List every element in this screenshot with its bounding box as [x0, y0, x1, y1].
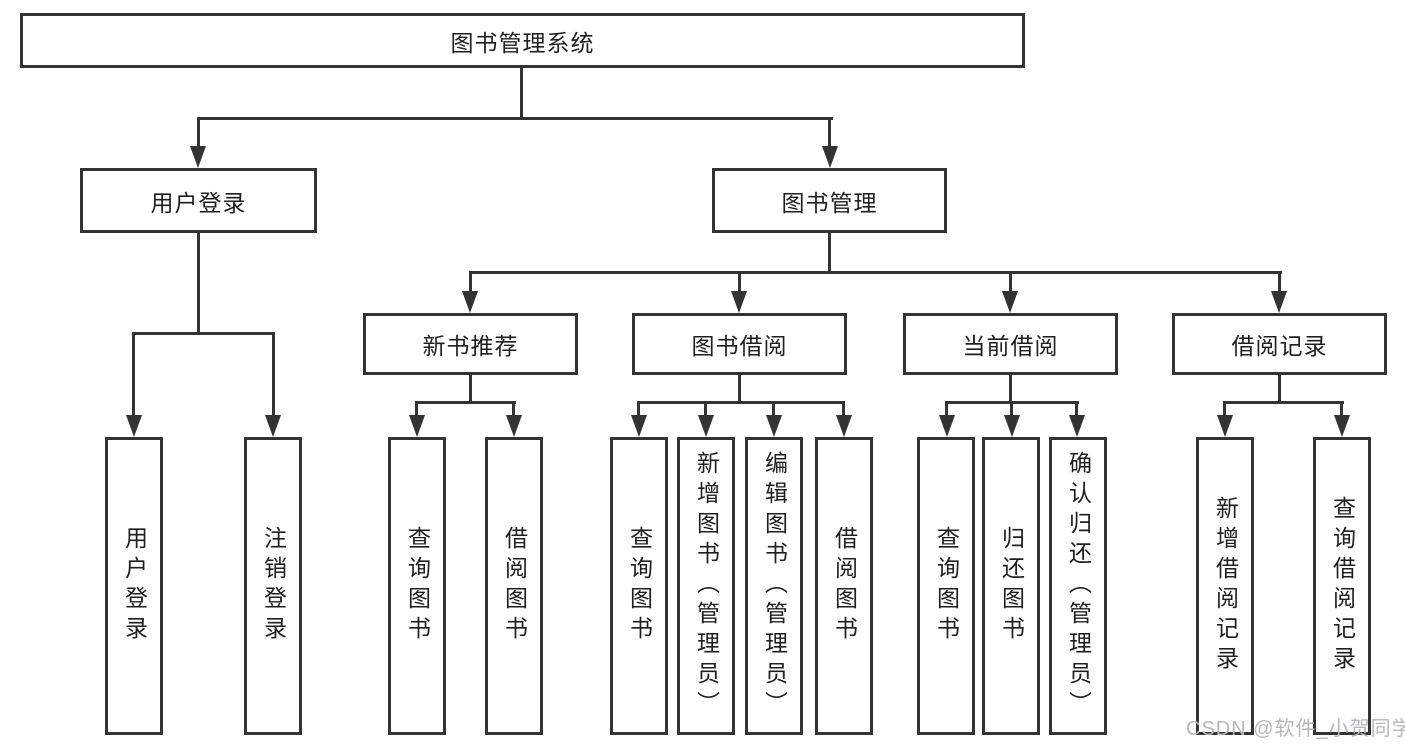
arrowhead-icon — [1334, 415, 1350, 437]
connector-line — [842, 401, 845, 417]
node-label: 用户登录 — [121, 526, 148, 646]
node-label: 查询图书 — [626, 526, 653, 646]
connector-line — [469, 271, 472, 293]
connector-line — [1075, 401, 1078, 417]
node-label: 新增图书（管理员） — [693, 451, 720, 721]
node-library-management-system: 图书管理系统 — [20, 13, 1025, 68]
arrowhead-icon — [265, 415, 281, 437]
arrowhead-icon — [1271, 291, 1287, 313]
connector-line — [738, 271, 741, 293]
arrowhead-icon — [1002, 291, 1018, 313]
arrowhead-icon — [731, 291, 747, 313]
node-new-book-recommendation: 新书推荐 — [363, 313, 578, 375]
leaf-edit-books-admin: 编辑图书（管理员） — [745, 437, 803, 735]
arrowhead-icon — [939, 415, 955, 437]
connector-line — [828, 233, 831, 274]
leaf-borrow-books-recommend: 借阅图书 — [485, 437, 543, 735]
arrowhead-icon — [506, 415, 522, 437]
connector-line — [704, 401, 707, 417]
leaf-query-books-recommend: 查询图书 — [388, 437, 446, 735]
connector-line — [1010, 401, 1013, 417]
node-borrowing-records: 借阅记录 — [1172, 313, 1387, 375]
connector-line — [512, 401, 515, 417]
arrowhead-icon — [1069, 415, 1085, 437]
arrowhead-icon — [822, 146, 838, 168]
connector-line — [772, 401, 775, 417]
arrowhead-icon — [631, 415, 647, 437]
node-label: 当前借阅 — [962, 333, 1059, 359]
node-book-management: 图书管理 — [712, 168, 947, 233]
leaf-add-books-admin: 新增图书（管理员） — [677, 437, 735, 735]
connector-line — [637, 401, 640, 417]
node-label: 注销登录 — [260, 526, 287, 646]
arrowhead-icon — [126, 415, 142, 437]
connector-line — [415, 401, 418, 417]
leaf-query-books-borrow: 查询图书 — [610, 437, 668, 735]
connector-line — [1223, 401, 1226, 417]
node-label: 图书借阅 — [691, 333, 788, 359]
node-current-borrowing: 当前借阅 — [903, 313, 1118, 375]
arrowhead-icon — [409, 415, 425, 437]
node-label: 确认归还（管理员） — [1065, 451, 1092, 721]
leaf-confirm-return-admin: 确认归还（管理员） — [1049, 437, 1107, 735]
arrowhead-icon — [1217, 415, 1233, 437]
node-label: 图书管理系统 — [450, 29, 595, 56]
connector-line — [197, 117, 833, 120]
arrowhead-icon — [698, 415, 714, 437]
node-label: 借阅图书 — [831, 526, 858, 646]
connector-line — [132, 332, 135, 417]
connector-line — [520, 68, 523, 119]
leaf-query-books-current: 查询图书 — [917, 437, 975, 735]
connector-line — [272, 332, 275, 417]
connector-line — [132, 332, 275, 335]
node-label: 查询图书 — [933, 526, 960, 646]
connector-line — [469, 271, 1282, 274]
connector-line — [197, 117, 200, 149]
node-label: 查询图书 — [404, 526, 431, 646]
connector-line — [415, 401, 516, 404]
arrowhead-icon — [1004, 415, 1020, 437]
leaf-add-borrow-record: 新增借阅记录 — [1196, 437, 1254, 735]
connector-line — [945, 401, 948, 417]
leaf-user-login: 用户登录 — [105, 437, 163, 735]
arrowhead-icon — [836, 415, 852, 437]
connector-line — [1278, 375, 1281, 404]
node-label: 用户登录 — [150, 189, 247, 216]
node-label: 图书管理 — [781, 189, 878, 216]
connector-line — [738, 375, 741, 404]
arrowhead-icon — [766, 415, 782, 437]
connector-line — [828, 117, 831, 149]
connector-line — [637, 401, 845, 404]
leaf-return-books: 归还图书 — [982, 437, 1040, 735]
node-label: 新书推荐 — [422, 333, 519, 359]
connector-line — [1340, 401, 1343, 417]
watermark: CSDN @软件_小贺同学 — [1186, 718, 1405, 740]
node-label: 借阅图书 — [501, 526, 528, 646]
connector-line — [1009, 271, 1012, 293]
node-label: 新增借阅记录 — [1212, 496, 1239, 676]
connector-line — [1278, 271, 1281, 293]
connector-line — [197, 233, 200, 335]
arrowhead-icon — [190, 146, 206, 168]
node-book-borrowing: 图书借阅 — [632, 313, 847, 375]
connector-line — [469, 375, 472, 404]
leaf-logout: 注销登录 — [244, 437, 302, 735]
connector-line — [1009, 375, 1012, 404]
node-label: 编辑图书（管理员） — [761, 451, 788, 721]
leaf-query-borrow-record: 查询借阅记录 — [1313, 437, 1371, 735]
node-user-login: 用户登录 — [80, 168, 317, 233]
node-label: 借阅记录 — [1231, 333, 1328, 359]
leaf-borrow-books: 借阅图书 — [815, 437, 873, 735]
arrowhead-icon — [462, 291, 478, 313]
node-label: 查询借阅记录 — [1329, 496, 1356, 676]
connector-line — [1223, 401, 1344, 404]
node-label: 归还图书 — [998, 526, 1025, 646]
